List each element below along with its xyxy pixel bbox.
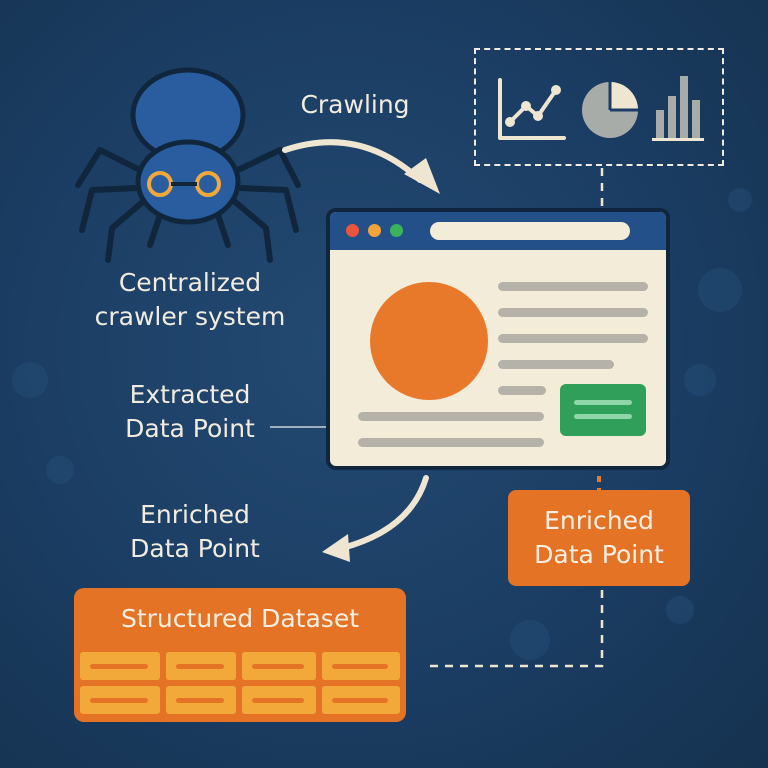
- content-line: [358, 438, 544, 447]
- hero-image-placeholder: [370, 282, 488, 400]
- content-line: [498, 360, 614, 369]
- table-cell: [242, 652, 316, 680]
- crawling-arrow: [282, 139, 423, 183]
- enriched-box-line1: Enriched: [544, 506, 654, 535]
- table-cell: [322, 652, 400, 680]
- analytics-panel: [474, 48, 724, 166]
- enriched-data-point-box: Enriched Data Point: [508, 490, 690, 586]
- address-bar: [430, 222, 630, 240]
- spider-icon: [75, 67, 301, 263]
- crawler-system-label: Centralized crawler system: [60, 266, 320, 334]
- pie-chart-icon: [582, 82, 638, 138]
- enriched-left-line1: Enriched: [140, 500, 250, 529]
- table-cell: [166, 652, 236, 680]
- minimize-dot-icon: [368, 224, 381, 237]
- content-line: [498, 308, 648, 317]
- table-cell: [80, 652, 160, 680]
- analytics-icons: [498, 76, 704, 141]
- bokeh-decoration: [12, 188, 752, 660]
- maximize-dot-icon: [390, 224, 403, 237]
- close-dot-icon: [346, 224, 359, 237]
- table-cell: [322, 686, 400, 714]
- extracted-data-highlight: [560, 384, 646, 436]
- extracted-data-point-label: Extracted Data Point: [95, 378, 285, 446]
- enriched-left-line2: Data Point: [130, 534, 260, 563]
- crawling-label: Crawling: [300, 90, 410, 119]
- crawling-arrowhead: [404, 158, 440, 194]
- crawler-label-line1: Centralized: [118, 268, 262, 297]
- content-line: [358, 412, 544, 421]
- table-cell: [166, 686, 236, 714]
- line-chart-icon: [498, 78, 566, 140]
- browser-titlebar: [330, 212, 666, 250]
- enriched-arrowhead: [322, 534, 350, 562]
- enriched-data-point-label: Enriched Data Point: [110, 498, 280, 566]
- table-cell: [80, 686, 160, 714]
- browser-window-icon: [326, 208, 670, 470]
- crawler-label-line2: crawler system: [94, 302, 286, 331]
- content-line: [498, 334, 648, 343]
- table-cell: [242, 686, 316, 714]
- content-line: [498, 282, 648, 291]
- enriched-arrow: [339, 475, 429, 551]
- enriched-box-line2: Data Point: [534, 540, 664, 569]
- bar-chart-icon: [652, 76, 704, 141]
- content-line: [498, 386, 546, 395]
- dataset-title: Structured Dataset: [120, 604, 359, 633]
- extracted-label-line2: Data Point: [125, 414, 255, 443]
- dashed-connectors: [424, 168, 604, 668]
- structured-dataset-table: Structured Dataset: [74, 588, 406, 722]
- extracted-label-line1: Extracted: [129, 380, 251, 409]
